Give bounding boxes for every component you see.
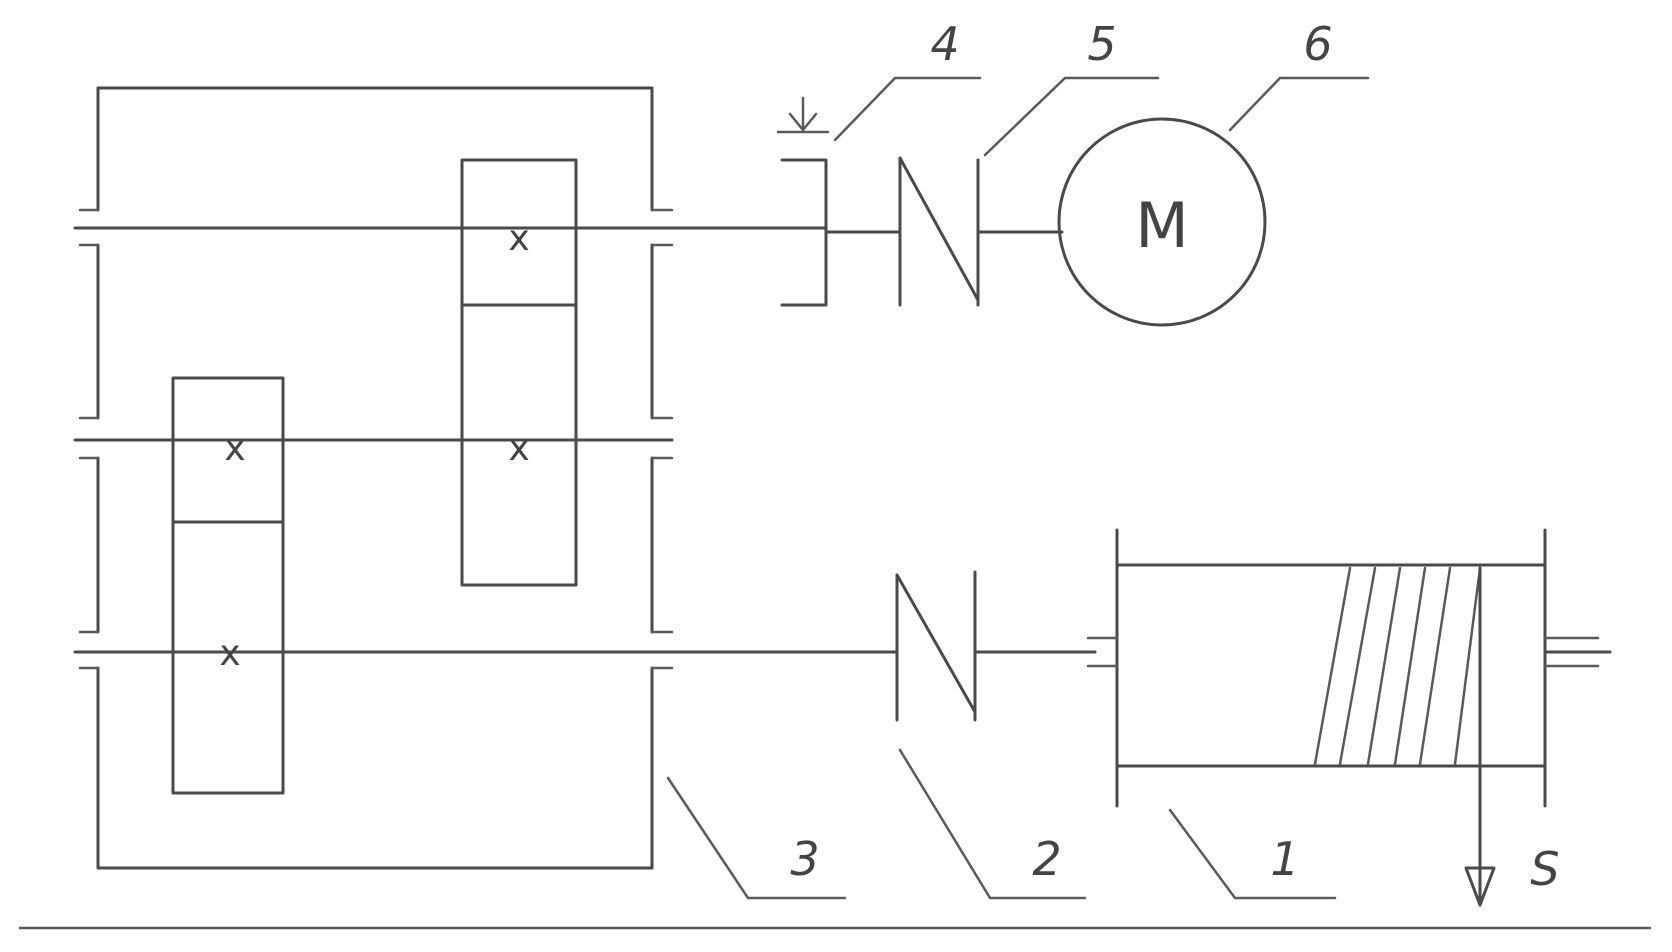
coupling-low-speed xyxy=(895,570,1097,722)
gear-mark-1: x xyxy=(508,218,529,259)
rope-drum xyxy=(1086,528,1612,907)
label-coupling-high: 5 xyxy=(1087,17,1116,71)
gear-mark-4: x xyxy=(219,633,240,674)
gear-block-high xyxy=(460,158,578,587)
gearbox-housing xyxy=(78,86,674,870)
rope-windings xyxy=(1313,566,1482,766)
gear-mark-3: x xyxy=(224,428,245,469)
gear-pair-low xyxy=(171,376,285,795)
gear-pair-high xyxy=(460,158,578,587)
gear-mark-2: x xyxy=(508,428,529,469)
label-gearbox: 3 xyxy=(790,832,819,886)
rope-load-arrow xyxy=(1464,566,1496,907)
shafts xyxy=(73,226,897,654)
electric-motor: M xyxy=(1057,117,1267,327)
label-brake: 4 xyxy=(930,17,959,71)
gear-block-low xyxy=(171,376,285,795)
leader-lines xyxy=(666,76,1370,900)
motor-symbol: M xyxy=(1135,189,1189,262)
label-rope-load: S xyxy=(1530,842,1559,896)
brake-symbol xyxy=(776,96,830,307)
label-coupling-low: 2 xyxy=(1032,832,1061,886)
label-motor: 6 xyxy=(1303,17,1332,71)
motor-circle xyxy=(1057,117,1267,327)
label-drum: 1 xyxy=(1270,832,1299,886)
coupling-high-speed xyxy=(824,156,1064,307)
